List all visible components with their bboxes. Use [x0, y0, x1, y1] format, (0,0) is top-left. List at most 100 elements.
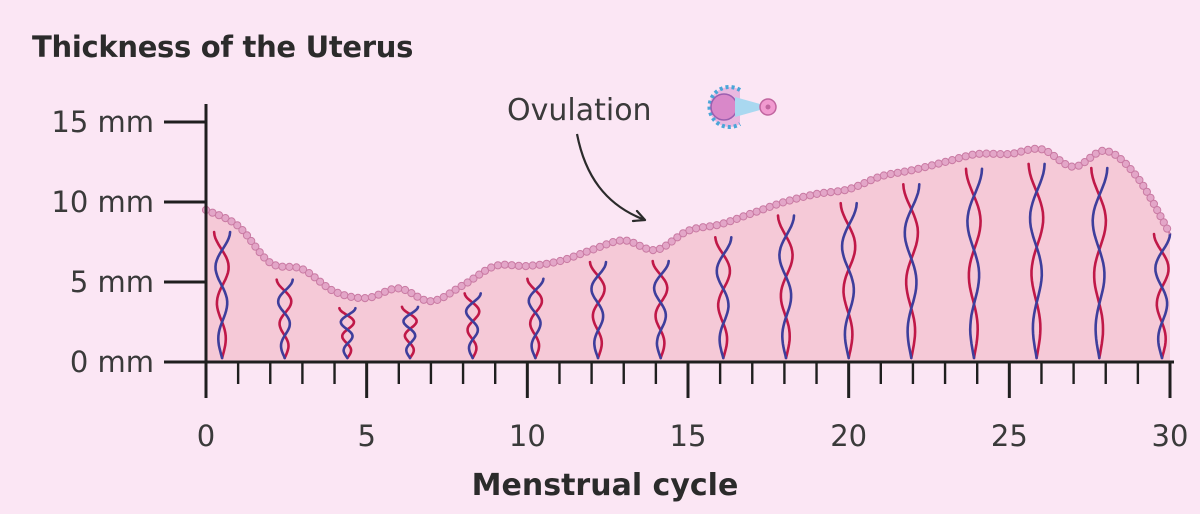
vein-vessel	[715, 236, 733, 360]
epithelium-cell	[255, 248, 264, 257]
epithelium-cell	[772, 200, 781, 209]
endometrium-area	[206, 148, 1170, 362]
epithelium-cell	[1116, 155, 1125, 164]
epithelium-cell	[886, 169, 895, 179]
artery-vessel	[338, 306, 356, 360]
epithelium-cell	[673, 233, 682, 242]
artery-vessel	[275, 278, 293, 360]
epithelium-cell	[989, 149, 998, 158]
epithelium-cell	[233, 221, 242, 230]
epithelium-cell	[1159, 218, 1168, 227]
vein-vessel	[1154, 232, 1172, 360]
epithelium-cell	[285, 262, 294, 271]
epithelium-cell	[475, 270, 484, 279]
vein-vessel	[402, 305, 420, 360]
artery-vessel	[588, 260, 606, 360]
epithelium-cell	[879, 171, 889, 180]
epithelium-cell	[247, 236, 256, 246]
vein-vessel	[464, 292, 482, 360]
artery-vessel	[1027, 162, 1045, 360]
vein-vessel	[590, 260, 608, 360]
epithelium-cell	[948, 156, 957, 165]
epithelium-cell	[1044, 147, 1053, 157]
epithelium-cell	[806, 191, 815, 200]
epithelium-cell	[1121, 159, 1131, 168]
epithelium-cell	[833, 187, 842, 196]
epithelium-cell	[1030, 144, 1039, 153]
x-tick-label: 10	[509, 419, 546, 453]
artery-vessel	[526, 277, 544, 360]
x-tick-label: 30	[1152, 419, 1189, 453]
epithelium-cell	[778, 198, 788, 207]
epithelium-cell	[1074, 161, 1083, 170]
epithelium-cell	[221, 214, 230, 223]
artery-vessel	[1152, 232, 1170, 360]
epithelium-cell	[840, 186, 849, 195]
y-tick-label: 15 mm	[51, 105, 154, 139]
epithelium-cell	[1146, 193, 1155, 202]
epithelium-cell	[242, 231, 252, 240]
epithelium-cell	[347, 292, 356, 301]
epithelium-cell	[1135, 175, 1144, 185]
x-tick-label: 25	[991, 419, 1028, 453]
epithelium-cell	[514, 261, 523, 270]
epithelium-cell	[542, 259, 551, 268]
epithelium-cell	[528, 261, 537, 270]
epithelium-cell	[1111, 150, 1120, 159]
epithelium-cell	[469, 274, 478, 283]
vein-vessel	[840, 201, 858, 360]
epithelium-cell	[316, 277, 325, 286]
x-tick-label: 0	[197, 419, 215, 453]
figure-title: Thickness of the Uterus	[32, 30, 414, 64]
epithelium-cell	[622, 236, 631, 245]
epithelium-cell	[1067, 162, 1076, 171]
x-tick-label: 15	[670, 419, 707, 453]
epithelium-cell	[394, 284, 403, 293]
ovulation-arrow-head	[631, 209, 647, 223]
epithelium-cell	[873, 173, 882, 182]
epithelium-cell	[819, 188, 829, 197]
epithelium-cell	[260, 253, 269, 262]
epithelium-cell	[1139, 181, 1148, 190]
epithelium-cell	[299, 265, 308, 274]
artery-vessel	[776, 214, 794, 360]
epithelium-cell	[445, 289, 454, 298]
epithelium-cell	[1049, 151, 1059, 161]
epithelium-cell	[426, 297, 435, 306]
epithelium-cell	[451, 285, 460, 294]
artery-vessel	[902, 183, 920, 360]
epithelium-cell	[685, 226, 694, 235]
epithelium-cell	[251, 242, 260, 251]
epithelium-cell	[1010, 149, 1019, 158]
epithelium-cell	[608, 238, 618, 247]
epithelium-cell	[1055, 156, 1064, 165]
artery-vessel	[1090, 166, 1108, 360]
epithelium-cell	[387, 285, 396, 294]
epithelium-cell	[340, 291, 349, 300]
epithelium-cell	[556, 256, 565, 266]
x-tick-label: 5	[357, 419, 375, 453]
endometrium-layer	[206, 148, 1170, 362]
epithelium-cell	[265, 258, 274, 267]
epithelium-cell	[439, 293, 448, 302]
epithelium-cell	[719, 219, 728, 228]
epithelium-cell	[227, 217, 236, 226]
epithelium-cell	[271, 261, 280, 270]
vein-vessel	[339, 306, 357, 360]
ovulation-annotation: Ovulation	[507, 85, 777, 223]
epithelium-cell	[1156, 212, 1165, 221]
epithelium-cell	[982, 149, 991, 158]
epithelium-cell	[305, 269, 314, 278]
epithelium-cell	[648, 246, 658, 255]
x-axis-label: Menstrual cycle	[471, 468, 739, 503]
epithelium-cell	[549, 258, 558, 267]
epithelium-cell	[914, 164, 923, 173]
epithelium-cell	[413, 292, 422, 301]
artery-vessel	[651, 259, 669, 360]
epithelium-cell	[642, 244, 651, 253]
vein-vessel	[778, 214, 796, 360]
epithelium-cell	[655, 244, 665, 253]
epithelium-cell	[278, 262, 287, 271]
epithelium-cell	[480, 266, 490, 275]
